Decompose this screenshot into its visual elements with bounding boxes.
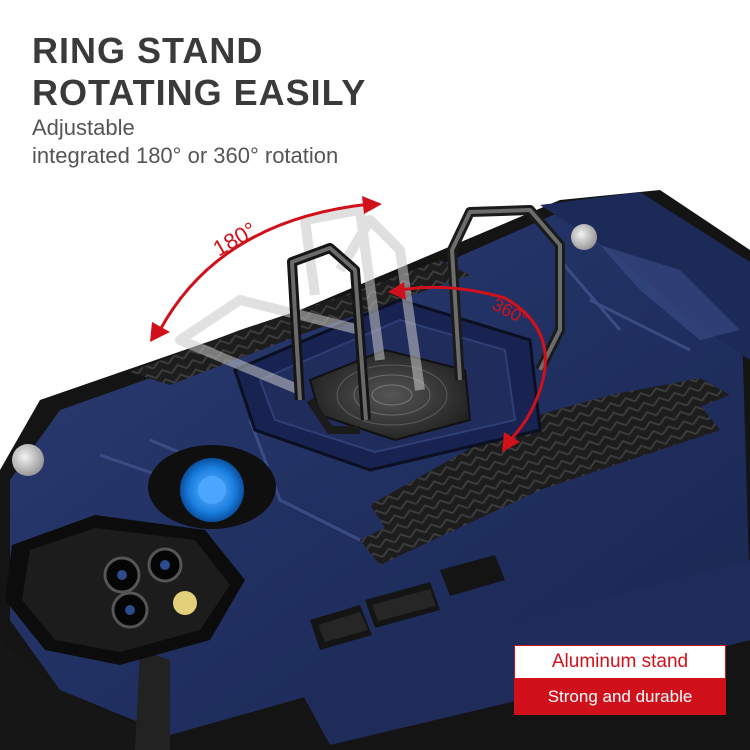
volume-buttons [310,555,505,650]
badge-strong-durable: Strong and durable [514,679,726,715]
camera-lens-icon [148,445,276,529]
subtitle-line-1: Adjustable [32,115,135,140]
rotation-label-180: 180° [209,217,261,261]
screw-icon [12,224,597,476]
badge-aluminum-stand: Aluminum stand [514,645,726,679]
headline-line-2: ROTATING EASILY [32,72,367,113]
subtitle-line-2: integrated 180° or 360° rotation [32,143,339,168]
camera-module [5,515,245,665]
metal-ring [287,205,565,434]
grip-panel-lower [360,378,730,565]
page-subtitle: Adjustable integrated 180° or 360° rotat… [32,114,338,170]
page-headline: RING STAND ROTATING EASILY [32,30,366,114]
arrowheads [150,196,520,452]
rotation-arrow-icon [158,202,547,442]
headline-line-1: RING STAND [32,30,264,71]
